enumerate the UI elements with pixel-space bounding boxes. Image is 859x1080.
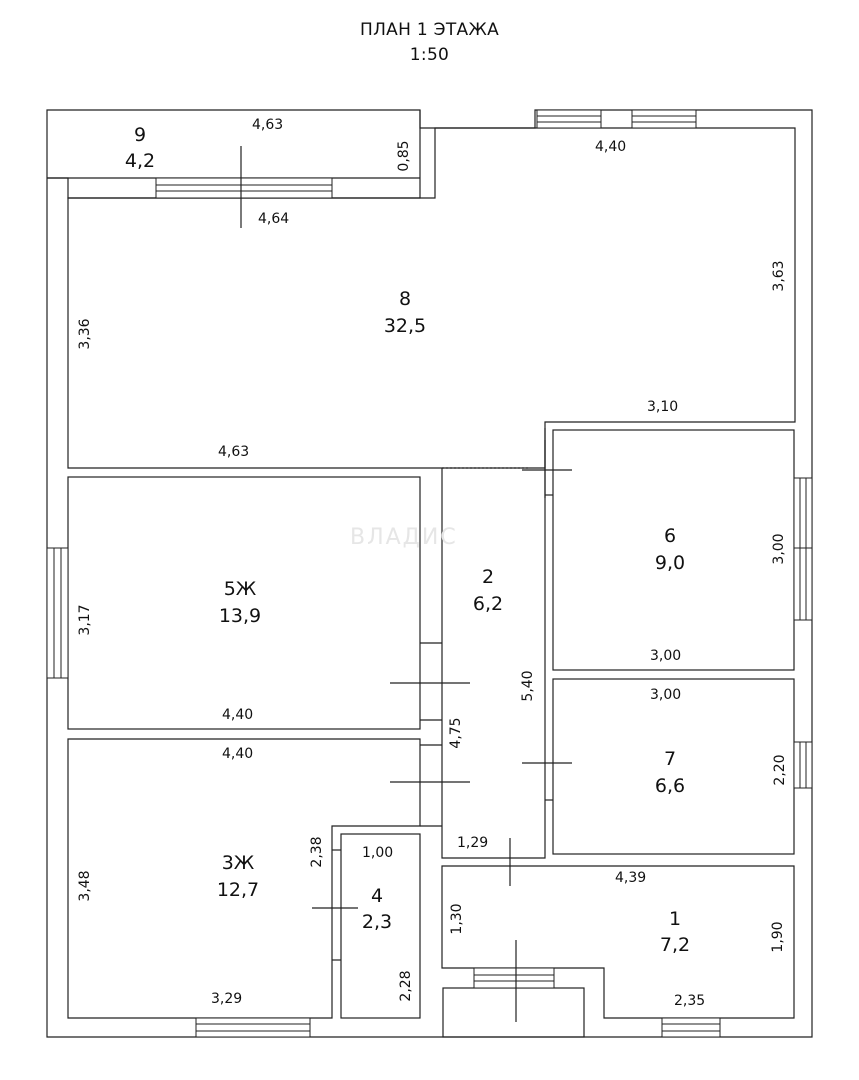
plan-scale: 1:50 <box>409 45 450 65</box>
room-6-outline <box>552 429 795 671</box>
dim-r5-bottom: 4,40 <box>222 707 254 723</box>
dim-r2-bottom: 1,29 <box>457 835 489 851</box>
room-6-number: 6 <box>663 525 677 547</box>
room-3-outline <box>67 738 421 1019</box>
room-1-outline <box>441 865 795 1019</box>
dim-r8-bottom: 4,63 <box>218 444 250 460</box>
dim-r1-top: 4,39 <box>615 870 647 886</box>
entrance-door <box>473 967 555 989</box>
dim-r9-side: 0,85 <box>396 140 412 172</box>
dim-r7-top: 3,00 <box>650 687 682 703</box>
dim-r6-right: 3,00 <box>771 533 787 565</box>
plan-title: ПЛАН 1 ЭТАЖА <box>359 20 500 40</box>
room-3-area: 12,7 <box>216 879 260 901</box>
room-5-number: 5Ж <box>223 578 257 600</box>
watermark: ВЛАДИС <box>350 525 458 550</box>
dim-r4-right: 2,28 <box>398 970 414 1002</box>
dim-r2-left: 4,75 <box>448 717 464 749</box>
window-top-left <box>536 109 602 129</box>
porch-outline <box>442 987 585 1038</box>
dim-r3-left: 3,48 <box>77 870 93 902</box>
dim-r5-left: 3,17 <box>77 604 93 636</box>
dim-r1-left: 1,30 <box>449 903 465 935</box>
dim-r6-bottom: 3,00 <box>650 648 682 664</box>
room-2-number: 2 <box>481 566 495 588</box>
dim-r8-left: 3,36 <box>77 318 93 350</box>
dim-r8-upper: 4,64 <box>258 211 290 227</box>
window-room-1 <box>661 1017 721 1038</box>
room-5-area: 13,9 <box>218 605 262 627</box>
window-room-3 <box>195 1017 311 1038</box>
room-2-outline <box>441 428 546 859</box>
window-balcony <box>155 177 333 199</box>
window-room-5 <box>46 547 69 679</box>
room-3-number: 3Ж <box>221 852 255 874</box>
dim-r2-right: 5,40 <box>520 670 536 702</box>
room-8-outline <box>67 127 796 469</box>
dim-r1-right: 1,90 <box>770 921 786 953</box>
dim-r7-right: 2,20 <box>772 754 788 786</box>
room-9-number: 9 <box>133 124 147 146</box>
window-room-7 <box>793 741 813 789</box>
room-4-number: 4 <box>370 885 384 907</box>
room-7-area: 6,6 <box>654 775 686 797</box>
room-8-area: 32,5 <box>383 315 427 337</box>
dim-r3-right: 2,38 <box>309 836 325 868</box>
room-1-area: 7,2 <box>659 934 691 956</box>
room-8-number: 8 <box>398 288 412 310</box>
room-6-area: 9,0 <box>654 552 686 574</box>
dim-r9-top: 4,63 <box>252 117 284 133</box>
room-4-outline <box>340 833 421 1019</box>
room-9-area: 4,2 <box>124 150 156 172</box>
window-room-6 <box>793 477 813 621</box>
dim-r3-bottom: 3,29 <box>211 991 243 1007</box>
dim-r8-top: 4,40 <box>595 139 627 155</box>
dim-r3-top: 4,40 <box>222 746 254 762</box>
dim-r1-bottom: 2,35 <box>674 993 706 1009</box>
room-4-area: 2,3 <box>361 911 393 933</box>
window-top-right <box>631 109 697 129</box>
room-2-area: 6,2 <box>472 593 504 615</box>
dim-r8-right: 3,63 <box>771 260 787 292</box>
room-7-number: 7 <box>663 748 677 770</box>
room-5-outline <box>67 476 421 730</box>
dim-r4-top: 1,00 <box>362 845 394 861</box>
dim-r6-top: 3,10 <box>647 399 679 415</box>
room-1-number: 1 <box>668 908 682 930</box>
